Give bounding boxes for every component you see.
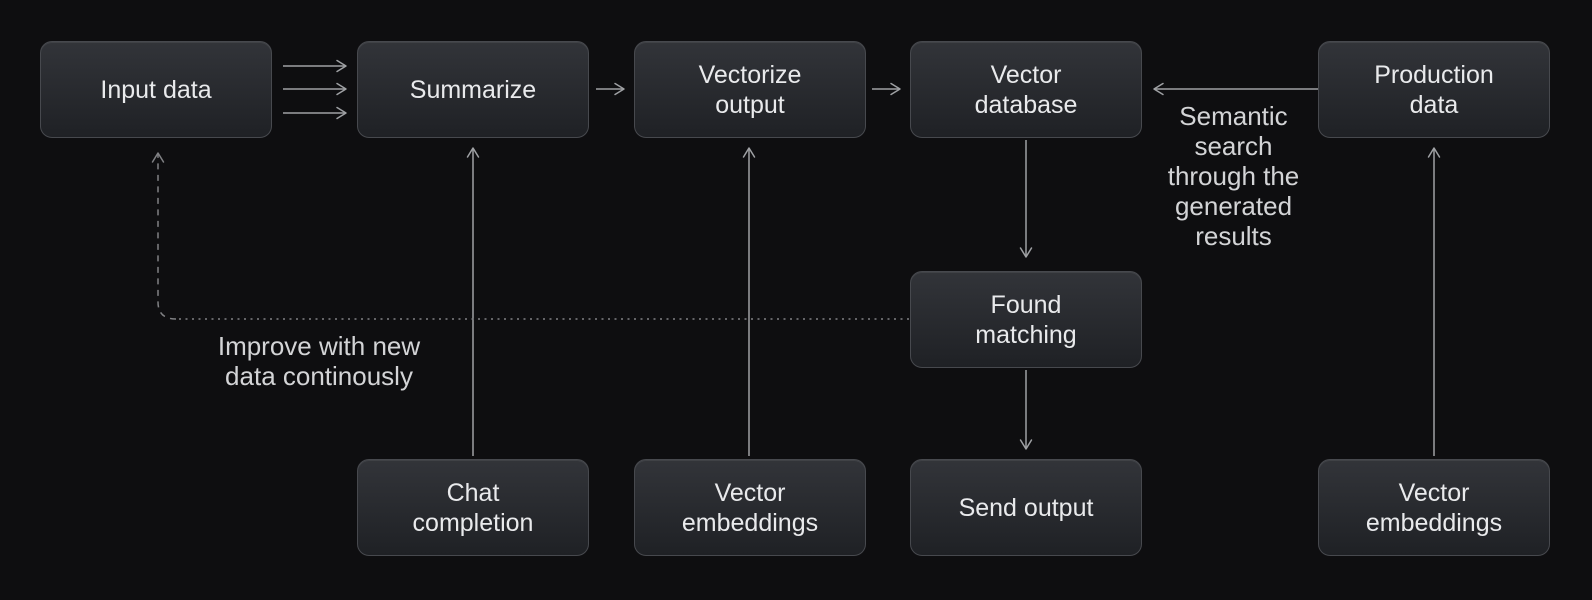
node-vector-embeddings-left: Vector embeddings xyxy=(634,459,866,556)
node-label-vector-embeddings-right: Vector embeddings xyxy=(1365,478,1503,537)
node-label-vector-database: Vector database xyxy=(974,60,1078,119)
node-found-matching: Found matching xyxy=(910,271,1142,368)
node-vector-embeddings-right: Vector embeddings xyxy=(1318,459,1550,556)
node-label-chat-completion: Chat completion xyxy=(412,478,534,537)
node-chat-completion: Chat completion xyxy=(357,459,589,556)
feedback-dashed-arrow xyxy=(151,152,177,320)
node-label-vector-embeddings-left: Vector embeddings xyxy=(681,478,819,537)
node-summarize: Summarize xyxy=(357,41,589,138)
node-vector-database: Vector database xyxy=(910,41,1142,138)
node-label-production-data: Production data xyxy=(1374,60,1494,119)
node-label-input-data: Input data xyxy=(100,75,212,104)
node-label-summarize: Summarize xyxy=(409,75,537,104)
node-send-output: Send output xyxy=(910,459,1142,556)
node-label-send-output: Send output xyxy=(958,493,1094,522)
node-vectorize-output: Vectorize output xyxy=(634,41,866,138)
node-input-data: Input data xyxy=(40,41,272,138)
semantic-search-annotation: Semantic search through the generated re… xyxy=(1167,101,1300,251)
node-label-vectorize-output: Vectorize output xyxy=(698,60,802,119)
node-production-data: Production data xyxy=(1318,41,1550,138)
improve-annotation: Improve with new data continously xyxy=(217,331,421,391)
node-label-found-matching: Found matching xyxy=(975,290,1077,349)
